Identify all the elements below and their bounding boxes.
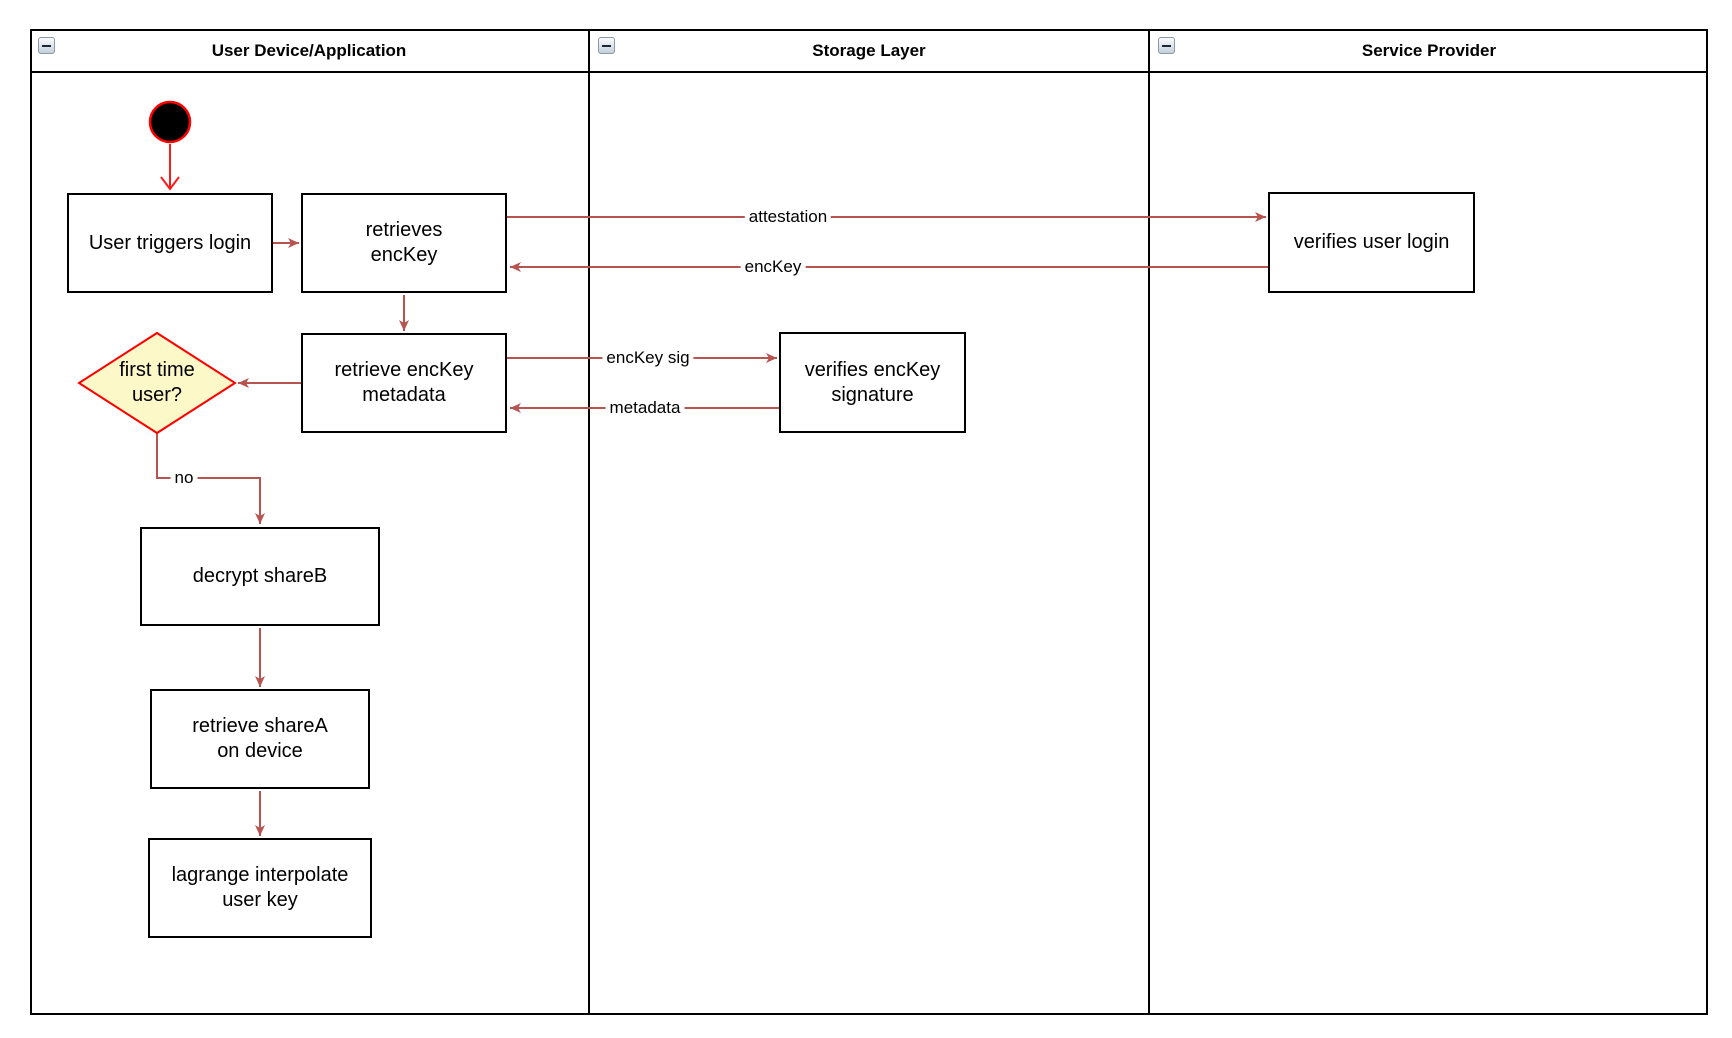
pool-border xyxy=(30,29,1708,1015)
node-label: lagrange interpolate user key xyxy=(171,864,349,911)
edge-label-enckey-sig: encKey sig xyxy=(602,348,694,368)
lane-header-service-provider: Service Provider xyxy=(1150,31,1708,71)
edge-label-no: no xyxy=(170,468,198,488)
node-retrieves-enckey[interactable]: retrieves encKey xyxy=(301,193,507,293)
minus-icon xyxy=(1162,44,1171,47)
lane-title: User Device/Application xyxy=(211,41,407,60)
lane-title: Service Provider xyxy=(1361,41,1497,60)
lane-header-storage-layer: Storage Layer xyxy=(590,31,1148,71)
node-verifies-user-login[interactable]: verifies user login xyxy=(1268,192,1475,293)
lane-title: Storage Layer xyxy=(812,41,926,60)
lane-collapse-button[interactable] xyxy=(1158,37,1175,54)
minus-icon xyxy=(602,44,611,47)
node-label: retrieve encKey metadata xyxy=(334,359,474,406)
lane-divider-2 xyxy=(1148,29,1150,1015)
node-verifies-enckey-signature[interactable]: verifies encKey signature xyxy=(779,332,966,433)
node-user-triggers-login[interactable]: User triggers login xyxy=(67,193,273,293)
node-label: verifies user login xyxy=(1293,231,1450,253)
node-label: decrypt shareB xyxy=(192,565,328,587)
edge-label-attestation: attestation xyxy=(744,207,832,227)
lane-header-separator xyxy=(30,71,1708,73)
lane-collapse-button[interactable] xyxy=(598,37,615,54)
edge-label-metadata: metadata xyxy=(605,398,685,418)
minus-icon xyxy=(42,44,51,47)
lane-collapse-button[interactable] xyxy=(38,37,55,54)
node-retrieve-sharea[interactable]: retrieve shareA on device xyxy=(150,689,370,789)
node-label: retrieves encKey xyxy=(365,219,443,266)
node-retrieve-enckey-metadata[interactable]: retrieve encKey metadata xyxy=(301,333,507,433)
lane-header-user-device: User Device/Application xyxy=(30,31,588,71)
lane-divider-1 xyxy=(588,29,590,1015)
node-label: retrieve shareA on device xyxy=(192,715,328,762)
node-label: User triggers login xyxy=(88,231,252,254)
node-decrypt-shareb[interactable]: decrypt shareB xyxy=(140,527,380,626)
edge-label-enckey: encKey xyxy=(740,257,806,277)
decision-label: first time user? xyxy=(119,359,195,406)
node-lagrange-interpolate[interactable]: lagrange interpolate user key xyxy=(148,838,372,938)
node-label: verifies encKey signature xyxy=(804,358,941,406)
